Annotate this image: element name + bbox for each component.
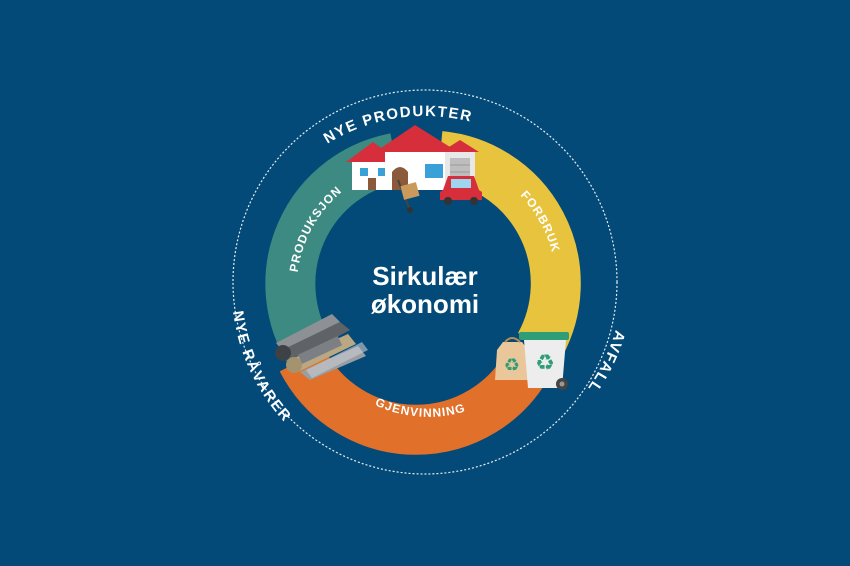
center-title-line2: økonomi bbox=[371, 289, 479, 319]
outer-ring bbox=[232, 89, 618, 475]
segment-gjenvinning bbox=[279, 348, 553, 455]
house-icon bbox=[346, 125, 479, 190]
label-avfall: AVFALL bbox=[584, 328, 627, 396]
svg-text:♻: ♻ bbox=[535, 350, 555, 375]
car-icon bbox=[440, 176, 482, 205]
center-title-line1: Sirkulær bbox=[372, 261, 478, 291]
hand-truck-icon bbox=[397, 179, 420, 213]
recycling-bin-icon: ♻ bbox=[519, 332, 569, 390]
svg-text:♻: ♻ bbox=[504, 355, 520, 375]
steel-beams-icon bbox=[275, 314, 368, 380]
svg-text:AVFALL: AVFALL bbox=[584, 328, 628, 396]
recycling-bag-icon: ♻ bbox=[495, 337, 530, 380]
